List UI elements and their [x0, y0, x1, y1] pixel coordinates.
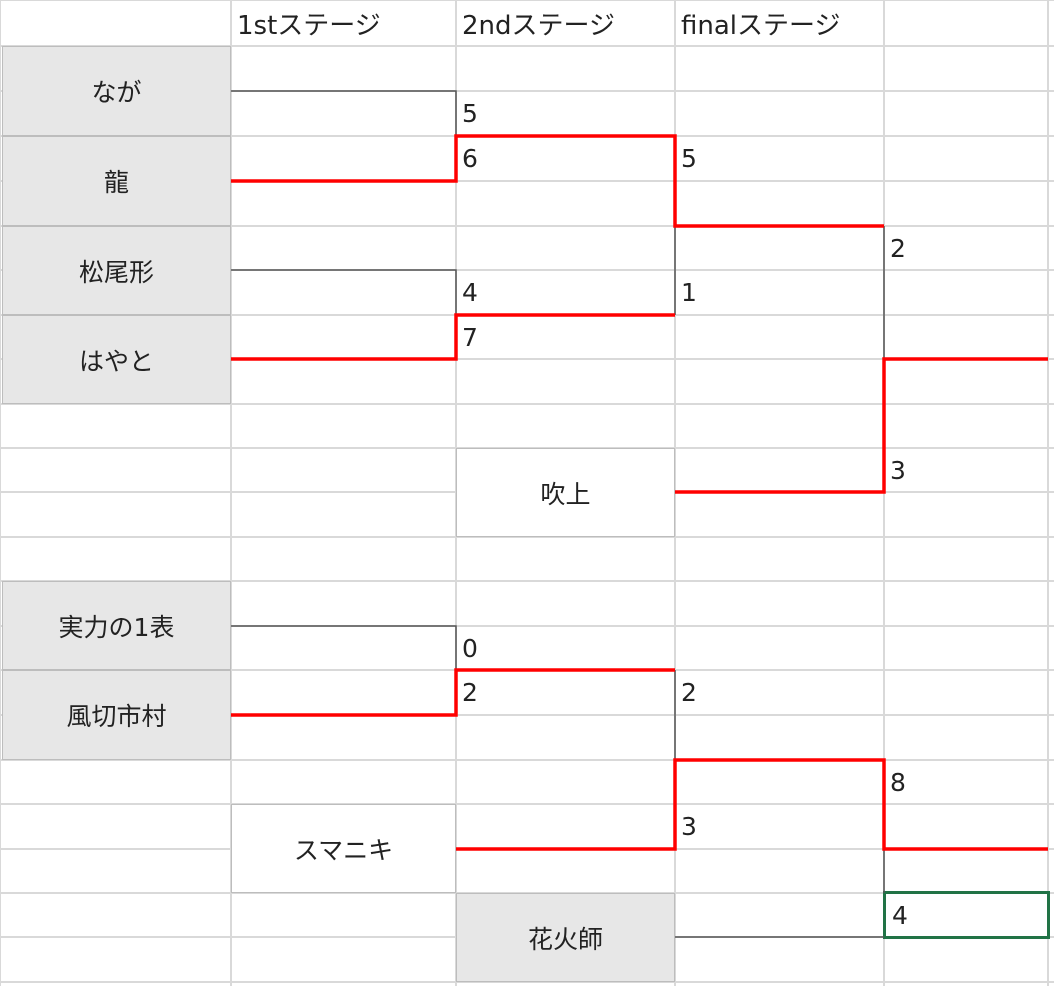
team-fukiage[interactable]: 吹上: [456, 448, 675, 537]
team-naga[interactable]: なが: [2, 46, 231, 136]
score-jitsuryoku[interactable]: 0: [462, 633, 478, 663]
score-matsuo[interactable]: 4: [462, 278, 478, 307]
score-hayato[interactable]: 7: [462, 322, 478, 352]
score-kazakiri[interactable]: 2: [462, 678, 478, 707]
team-matsuo[interactable]: 松尾形: [2, 226, 231, 315]
team-kazakiri[interactable]: 風切市村: [2, 670, 231, 760]
header-1st-stage[interactable]: 1stステージ: [237, 10, 381, 41]
team-ryu[interactable]: 龍: [2, 136, 231, 226]
winner-path-line: [231, 668, 675, 717]
score-sf2-bottom[interactable]: 3: [681, 812, 697, 841]
winner-path-line: [456, 758, 1048, 851]
score-sf1-top[interactable]: 5: [681, 144, 697, 173]
score-naga[interactable]: 5: [462, 99, 478, 128]
score-final1-top[interactable]: 2: [890, 233, 906, 263]
score-final2-top[interactable]: 8: [890, 767, 906, 797]
bracket-line: [231, 90, 457, 136]
score-ryu[interactable]: 6: [462, 144, 478, 173]
team-sumaniki[interactable]: スマニキ: [231, 804, 456, 893]
team-hayato[interactable]: はやと: [2, 315, 231, 404]
score-sf2-top[interactable]: 2: [681, 678, 697, 707]
team-hanabishi[interactable]: 花火師: [456, 893, 675, 982]
winner-path-line: [231, 313, 675, 361]
team-jitsuryoku[interactable]: 実力の1表: [2, 581, 231, 670]
bracket-line: [231, 625, 457, 670]
score-final2-bottom-selected[interactable]: 4: [883, 891, 1050, 939]
winner-path-line: [675, 357, 1048, 494]
header-2nd-stage[interactable]: 2ndステージ: [462, 10, 616, 41]
winner-path-line: [231, 134, 884, 228]
bracket-line: [231, 269, 457, 315]
score-sf1-bottom[interactable]: 1: [681, 278, 697, 307]
score-final1-bottom[interactable]: 3: [890, 455, 906, 485]
header-final-stage[interactable]: finalステージ: [681, 10, 841, 41]
